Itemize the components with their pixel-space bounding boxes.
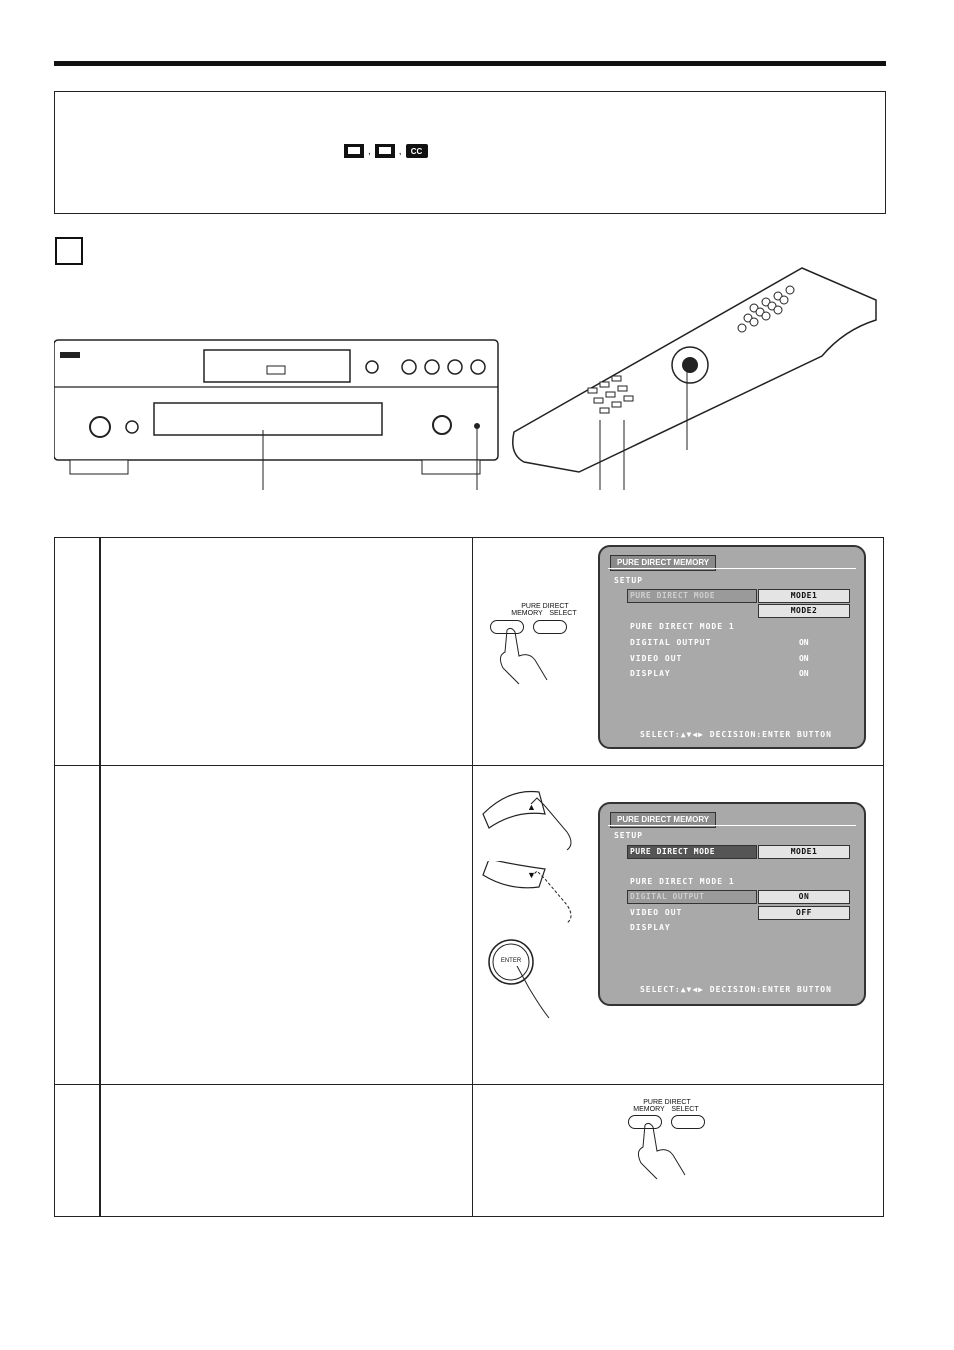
step-image-cell: ▲ ▼ ENTER PURE DIRECT MEMORY SETUP PURE … — [471, 765, 885, 1085]
up-arrow-button[interactable] — [479, 784, 579, 864]
osd-setup-label: SETUP — [613, 576, 644, 585]
osd-setup-label: SETUP — [613, 831, 644, 840]
osd-footer: SELECT:▲▼◀▶ DECISION:ENTER BUTTON — [639, 730, 832, 739]
dvd-player-illustration — [54, 339, 499, 490]
step-text-cell — [99, 1084, 473, 1217]
device-figure — [54, 267, 877, 490]
select-button[interactable] — [532, 620, 567, 634]
down-arrow-icon: ▼ — [526, 870, 536, 880]
osd-footer: SELECT:▲▼◀▶ DECISION:ENTER BUTTON — [639, 985, 832, 994]
note-box — [54, 91, 886, 214]
osd-digital-output: DIGITAL OUTPUT — [629, 638, 712, 647]
remote-control-illustration — [512, 267, 877, 490]
osd-video-out: VIDEO OUT — [629, 654, 683, 663]
osd-tab: PURE DIRECT MEMORY — [609, 555, 717, 571]
pressing-hand-icon — [499, 627, 548, 685]
enter-button-illustration[interactable] — [487, 938, 577, 1028]
disc-icons: , , CC — [344, 144, 428, 158]
osd-digital-value: ON — [798, 638, 809, 647]
disc-type-icon-2 — [374, 144, 395, 158]
pressing-hand-icon — [637, 1122, 686, 1180]
osd-row-mode[interactable]: PURE DIRECT MODE — [626, 845, 757, 859]
disc-type-icon-1 — [344, 144, 364, 158]
down-arrow-button[interactable] — [479, 861, 579, 941]
up-arrow-icon: ▲ — [526, 802, 536, 812]
step-number-cell — [53, 765, 101, 1085]
section-marker — [55, 237, 83, 265]
osd-option-mode2[interactable]: MODE2 — [757, 604, 850, 618]
enter-label: ENTER — [500, 958, 522, 964]
icon-separator: , — [398, 145, 402, 157]
cc-icon: CC — [405, 144, 428, 158]
osd-row-mode[interactable]: PURE DIRECT MODE — [626, 589, 757, 603]
select-button[interactable] — [670, 1115, 705, 1129]
osd-screen-1: PURE DIRECT MEMORY SETUP PURE DIRECT MOD… — [597, 545, 866, 749]
osd-display: DISPLAY — [629, 923, 671, 932]
osd-option-mode1[interactable]: MODE1 — [757, 589, 850, 603]
osd-mode-value[interactable]: MODE1 — [757, 845, 850, 859]
icon-separator: , — [368, 145, 371, 157]
osd-screen-2: PURE DIRECT MEMORY SETUP PURE DIRECT MOD… — [597, 802, 866, 1006]
osd-video-value: ON — [798, 654, 809, 663]
osd-video-out: VIDEO OUT — [629, 908, 683, 917]
osd-tab: PURE DIRECT MEMORY — [609, 812, 717, 828]
top-rule — [54, 61, 886, 66]
step-number-cell — [53, 1084, 101, 1217]
osd-option-off[interactable]: OFF — [757, 906, 850, 920]
osd-display-value: ON — [798, 669, 809, 678]
osd-digital-output[interactable]: DIGITAL OUTPUT — [626, 890, 757, 904]
osd-mode1-header: PURE DIRECT MODE 1 — [629, 877, 735, 886]
step-number-cell — [53, 537, 101, 766]
osd-display: DISPLAY — [629, 669, 671, 678]
step-row-2: ▲ ▼ ENTER PURE DIRECT MEMORY SETUP PURE … — [53, 765, 885, 1085]
step-text-cell — [99, 537, 473, 766]
osd-mode1-header: PURE DIRECT MODE 1 — [629, 622, 735, 631]
step-text-cell — [99, 765, 473, 1085]
osd-option-on[interactable]: ON — [757, 890, 850, 904]
